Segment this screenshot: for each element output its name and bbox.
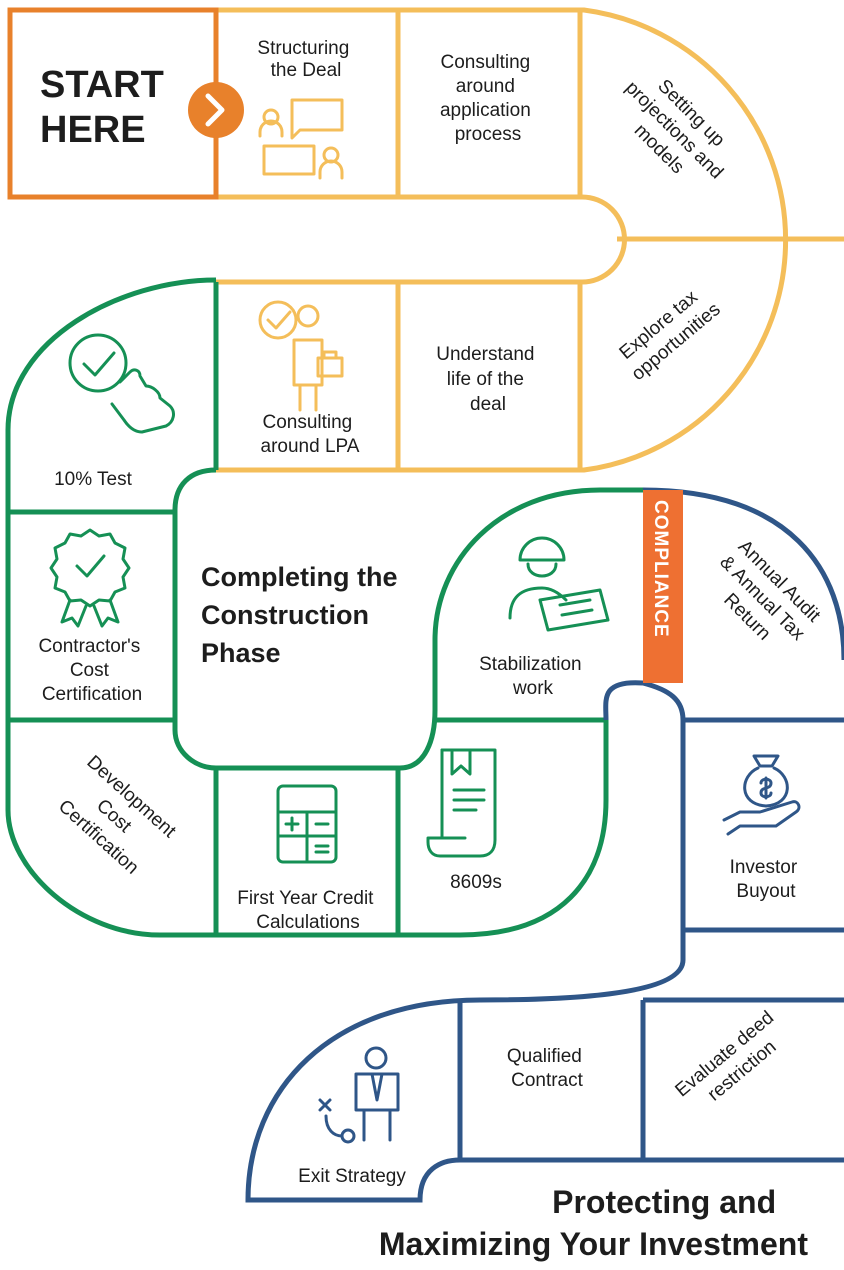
step-life-of-deal: Understand life of the deal bbox=[436, 344, 540, 415]
protecting-title: Protecting and Maximizing Your Investmen… bbox=[379, 1184, 808, 1262]
compliance-label: COMPLIANCE bbox=[650, 500, 671, 638]
step-explore-tax: Explore tax opportunities bbox=[612, 281, 724, 385]
compliance-banner bbox=[643, 490, 683, 683]
checkmark-tap-icon bbox=[68, 333, 175, 434]
step-exit-strategy: Exit Strategy bbox=[298, 1166, 406, 1187]
consultant-briefcase-icon bbox=[258, 300, 344, 412]
step-first-year-credit: First Year Credit Calculations bbox=[237, 888, 379, 933]
start-line-1: START bbox=[40, 64, 164, 106]
blue-track bbox=[245, 487, 844, 1203]
award-badge-icon bbox=[49, 528, 131, 628]
protecting-title-line: Protecting and bbox=[552, 1184, 776, 1220]
construction-title-line: Construction bbox=[201, 600, 369, 630]
yellow-track bbox=[216, 7, 844, 473]
yellow-inner-outline bbox=[216, 194, 627, 285]
step-consulting-lpa: Consulting around LPA bbox=[261, 412, 360, 457]
start-line-2: HERE bbox=[40, 109, 146, 151]
step-ten-percent-test: 10% Test bbox=[54, 469, 133, 490]
green-outer-outline bbox=[5, 277, 609, 938]
green-track bbox=[5, 277, 643, 938]
step-contractor-cost: Contractor's Cost Certification bbox=[38, 636, 145, 705]
step-development-cost: Development Cost Certification bbox=[48, 752, 184, 885]
blue-outer-outline bbox=[642, 487, 844, 661]
step-qualified-contract: Qualified Contract bbox=[507, 1046, 587, 1091]
document-scroll-icon bbox=[426, 748, 497, 858]
construction-title-line: Completing the bbox=[201, 562, 398, 592]
worker-blueprint-icon bbox=[508, 536, 610, 632]
meeting-chat-icon bbox=[258, 98, 344, 180]
blue-inner-outline bbox=[603, 680, 644, 721]
step-evaluate-deed: Evaluate deed restriction bbox=[671, 1004, 797, 1120]
step-stabilization-work: Stabilization work bbox=[479, 654, 587, 699]
step-structuring-deal: Structuring the Deal bbox=[257, 38, 354, 81]
step-investor-buyout: Investor Buyout bbox=[730, 857, 803, 902]
construction-title-line: Phase bbox=[201, 638, 281, 668]
protecting-title-line: Maximizing Your Investment bbox=[379, 1226, 808, 1262]
green-inner-outline bbox=[172, 467, 643, 771]
step-8609s: 8609s bbox=[450, 872, 502, 893]
strategy-person-icon bbox=[318, 1046, 400, 1144]
money-bag-hand-icon bbox=[722, 754, 801, 836]
chevron-right-icon[interactable] bbox=[188, 82, 244, 138]
calculator-icon bbox=[276, 784, 338, 864]
step-consulting-application: Consulting around application process bbox=[440, 52, 536, 145]
construction-title: Completing the Construction Phase bbox=[201, 562, 405, 668]
